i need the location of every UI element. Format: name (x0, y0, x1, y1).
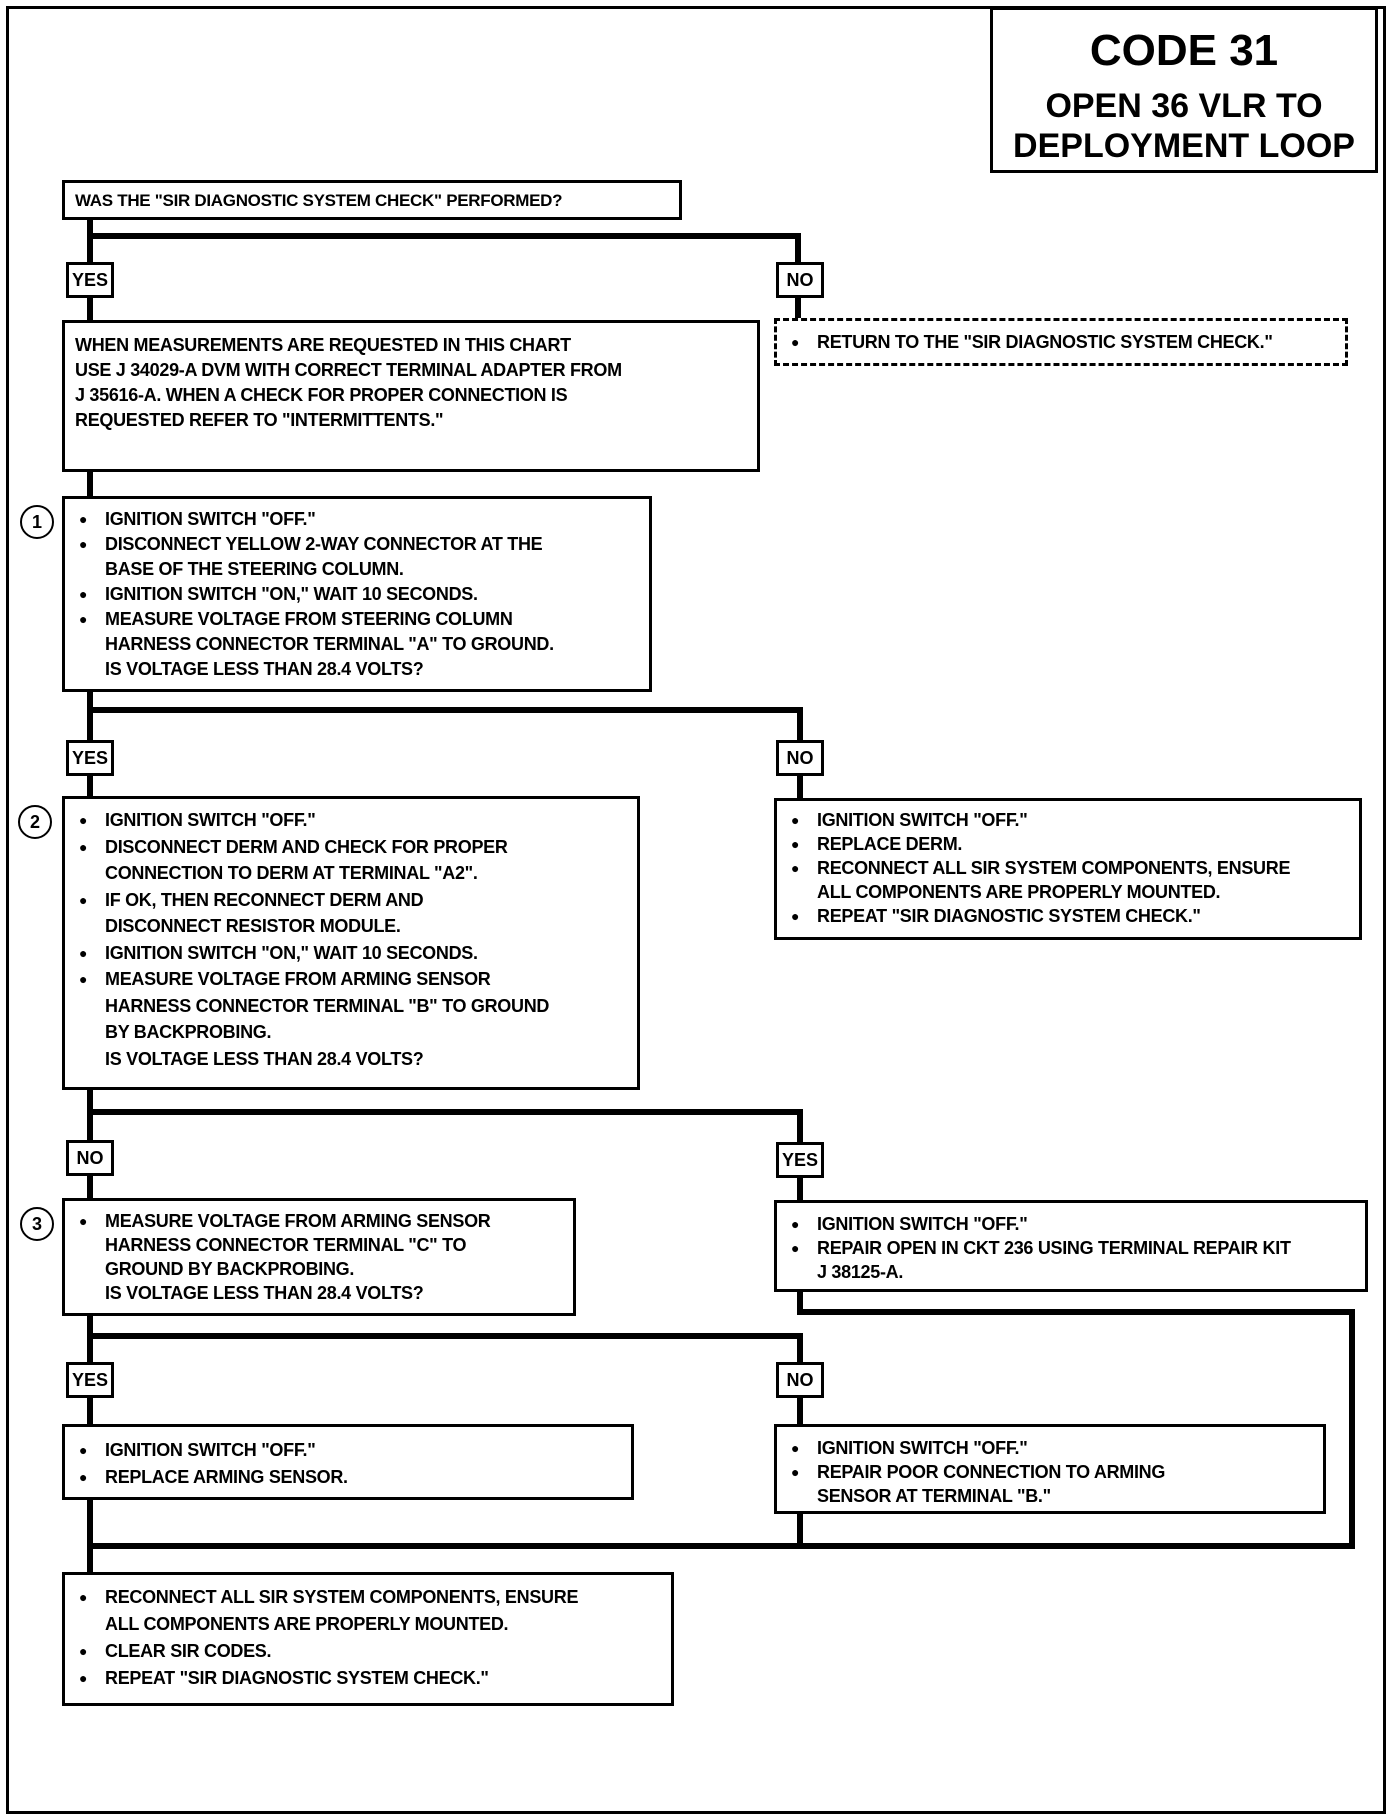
step-1-no-box: IGNITION SWITCH "OFF." REPLACE DERM. REC… (774, 798, 1362, 940)
step-1-no-item: REPLACE DERM. (787, 832, 1349, 856)
step-1-no-item: RECONNECT ALL SIR SYSTEM COMPONENTS, ENS… (787, 856, 1349, 904)
page-frame (6, 6, 1386, 1814)
step-1-item: MEASURE VOLTAGE FROM STEERING COLUMN HAR… (75, 607, 639, 682)
step-2-yes-label: YES (776, 1142, 824, 1178)
step-2-yes-item: REPAIR OPEN IN CKT 236 USING TERMINAL RE… (787, 1236, 1355, 1284)
step-1-marker: 1 (20, 505, 54, 539)
start-no-label: NO (776, 262, 824, 298)
step-2-item: IF OK, THEN RECONNECT DERM AND DISCONNEC… (75, 887, 627, 940)
final-box: RECONNECT ALL SIR SYSTEM COMPONENTS, ENS… (62, 1572, 674, 1706)
step-2-marker: 2 (18, 805, 52, 839)
step-2-item: IGNITION SWITCH "ON," WAIT 10 SECONDS. (75, 940, 627, 967)
step-1-no-label: NO (776, 740, 824, 776)
step-2-item: DISCONNECT DERM AND CHECK FOR PROPER CON… (75, 834, 627, 887)
step-2-yes-item: IGNITION SWITCH "OFF." (787, 1212, 1355, 1236)
step-2-item: IGNITION SWITCH "OFF." (75, 807, 627, 834)
step-2-item: MEASURE VOLTAGE FROM ARMING SENSOR HARNE… (75, 966, 627, 1072)
final-item: REPEAT "SIR DIAGNOSTIC SYSTEM CHECK." (75, 1665, 661, 1692)
step-1-item: IGNITION SWITCH "OFF." (75, 507, 639, 532)
step-3-item: MEASURE VOLTAGE FROM ARMING SENSOR HARNE… (75, 1209, 563, 1305)
step-3-no-item: REPAIR POOR CONNECTION TO ARMING SENSOR … (787, 1460, 1313, 1508)
step-1-no-item: IGNITION SWITCH "OFF." (787, 808, 1349, 832)
step-2-no-label: NO (66, 1140, 114, 1176)
step-1-item: DISCONNECT YELLOW 2-WAY CONNECTOR AT THE… (75, 532, 639, 582)
step-3-marker: 3 (20, 1207, 54, 1241)
code-subtitle: OPEN 36 VLR TO DEPLOYMENT LOOP (1013, 87, 1355, 165)
final-item: RECONNECT ALL SIR SYSTEM COMPONENTS, ENS… (75, 1584, 661, 1638)
step-1-item: IGNITION SWITCH "ON," WAIT 10 SECONDS. (75, 582, 639, 607)
start-yes-label: YES (66, 262, 114, 298)
step-1-no-item: REPEAT "SIR DIAGNOSTIC SYSTEM CHECK." (787, 904, 1349, 928)
step-3-no-label: NO (776, 1362, 824, 1398)
step-3-box: MEASURE VOLTAGE FROM ARMING SENSOR HARNE… (62, 1198, 576, 1316)
step-3-yes-box: IGNITION SWITCH "OFF." REPLACE ARMING SE… (62, 1424, 634, 1500)
code-title: CODE 31 (1089, 26, 1279, 75)
step-1-yes-label: YES (66, 740, 114, 776)
final-item: CLEAR SIR CODES. (75, 1638, 661, 1665)
step-3-no-box: IGNITION SWITCH "OFF." REPAIR POOR CONNE… (774, 1424, 1326, 1514)
step-3-yes-label: YES (66, 1362, 114, 1398)
step-2-yes-box: IGNITION SWITCH "OFF." REPAIR OPEN IN CK… (774, 1200, 1368, 1292)
start-question-text: WAS THE "SIR DIAGNOSTIC SYSTEM CHECK" PE… (75, 191, 563, 210)
step-3-yes-item: REPLACE ARMING SENSOR. (75, 1464, 621, 1491)
intro-box: WHEN MEASUREMENTS ARE REQUESTED IN THIS … (62, 320, 760, 472)
return-text: RETURN TO THE "SIR DIAGNOSTIC SYSTEM CHE… (787, 330, 1335, 355)
title-box: CODE 31 OPEN 36 VLR TO DEPLOYMENT LOOP (990, 7, 1378, 173)
step-1-box: IGNITION SWITCH "OFF." DISCONNECT YELLOW… (62, 496, 652, 692)
start-question-box: WAS THE "SIR DIAGNOSTIC SYSTEM CHECK" PE… (62, 180, 682, 220)
step-3-yes-item: IGNITION SWITCH "OFF." (75, 1437, 621, 1464)
step-3-no-item: IGNITION SWITCH "OFF." (787, 1436, 1313, 1460)
step-2-box: IGNITION SWITCH "OFF." DISCONNECT DERM A… (62, 796, 640, 1090)
return-box: RETURN TO THE "SIR DIAGNOSTIC SYSTEM CHE… (774, 318, 1348, 366)
